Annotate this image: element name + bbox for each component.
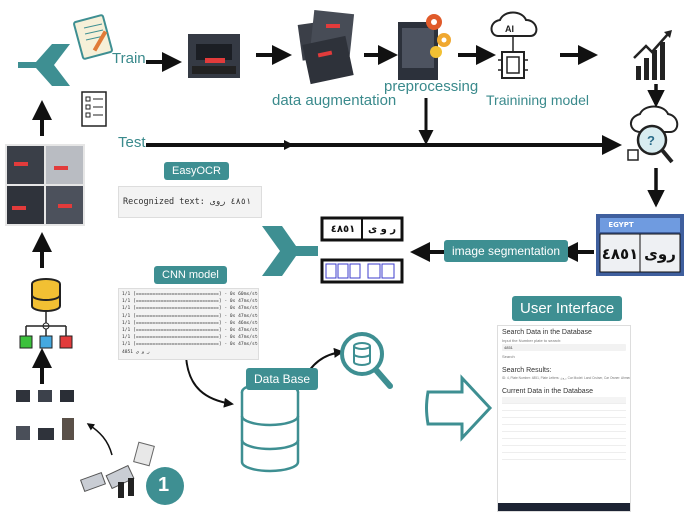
preprocessing-icon [398,14,451,80]
cnn-log-line: 1/1 [==============================] - 0… [122,328,259,334]
preprocessing-label: preprocessing [384,78,479,95]
ui-table-row [502,445,626,453]
ui-table-row [502,431,626,439]
camera-curve-arrow [86,423,113,456]
ai-chip-icon: AI [490,11,538,79]
step-number: 1 [158,474,170,496]
notebook-icon [73,14,113,60]
ui-results-line: ID: 4, Plate Number: 4851, Plate Letters… [502,376,631,380]
database-search-icon [340,332,393,389]
cnn-log-line: 4851 ر و ى [122,349,150,355]
ui-results-title: Search Results: [502,367,552,374]
cnn-log-line: 1/1 [==============================] - 0… [122,335,259,341]
big-outline-arrow [425,374,493,442]
car-photo-train [188,34,240,78]
easyocr-tag: EasyOCR [164,162,229,180]
ai-search-icon: ? [627,105,679,164]
merge-shape-middle [262,226,318,276]
database-cylinder-icon [240,381,300,473]
test-label: Test [118,134,146,151]
ui-table-row [502,417,626,425]
svg-text:?: ? [647,133,655,148]
ui-table-row [502,438,626,446]
cnn-log-line: 1/1 [==============================] - 0… [122,292,259,297]
ui-table-row [502,452,626,460]
camera-icon [79,441,155,498]
arrow-cnn-to-db [185,355,234,408]
captured-thumbnails [16,390,74,440]
data-base-tag: Data Base [246,368,319,390]
data-augmentation-label: data augmentation [272,92,397,109]
easyocr-output: Recognized text: ٤٨٥١ روى [118,186,262,218]
growth-chart-icon [633,30,672,80]
ui-search-hint: Input the Number plate to search: [502,338,562,343]
cnn-model-tag: CNN model [154,266,227,284]
top-flow-arrows [146,45,665,145]
ui-table-row [502,410,626,418]
ui-search-input[interactable]: 4851 [502,344,626,351]
step-number-circle [146,467,184,505]
ui-current-title: Current Data in the Database [502,388,594,395]
svg-text:AI: AI [505,24,514,34]
ui-search-button[interactable]: Search [502,354,515,359]
segmented-plates [320,216,404,284]
cnn-log-line: 1/1 [==============================] - 0… [122,306,259,312]
segment-letters: ر و ى [367,224,397,235]
plate-photo-letters: روى [644,245,676,263]
train-label: Train [112,50,146,67]
user-interface-screenshot: Search Data in the Database Input the Nu… [497,325,631,512]
database-network-icon [19,278,73,349]
plate-photo [596,214,684,276]
plate-photo-numbers: ٤٨٥١ [601,245,639,263]
plate-country: EGYPT [608,221,634,229]
test-flow-line [146,135,622,155]
user-interface-tag: User Interface [512,296,623,321]
cnn-log-line: 1/1 [==============================] - 0… [122,313,259,319]
ui-table-row [502,397,626,404]
dataset-photo-grid [5,144,85,226]
ui-search-title: Search Data in the Database [502,329,592,336]
ui-table-row [502,424,626,432]
segment-numbers: ٤٨٥١ [330,224,356,235]
training-model-label: Trainining model [486,92,589,108]
split-shape-top [18,44,70,86]
cnn-log-line: 1/1 [==============================] - 0… [122,342,259,348]
cnn-log-line: 1/1 [==============================] - 0… [122,320,259,326]
ui-taskbar [498,503,630,511]
cnn-log-output: 1/1 [==============================] - 0… [118,288,259,360]
image-segmentation-tag: image segmentation [444,240,569,262]
cnn-log-line: 1/1 [==============================] - 0… [122,299,259,305]
ui-data-table [502,397,626,460]
checklist-icon [81,91,107,127]
augmented-photos [297,10,355,85]
ui-table-row [502,403,626,411]
